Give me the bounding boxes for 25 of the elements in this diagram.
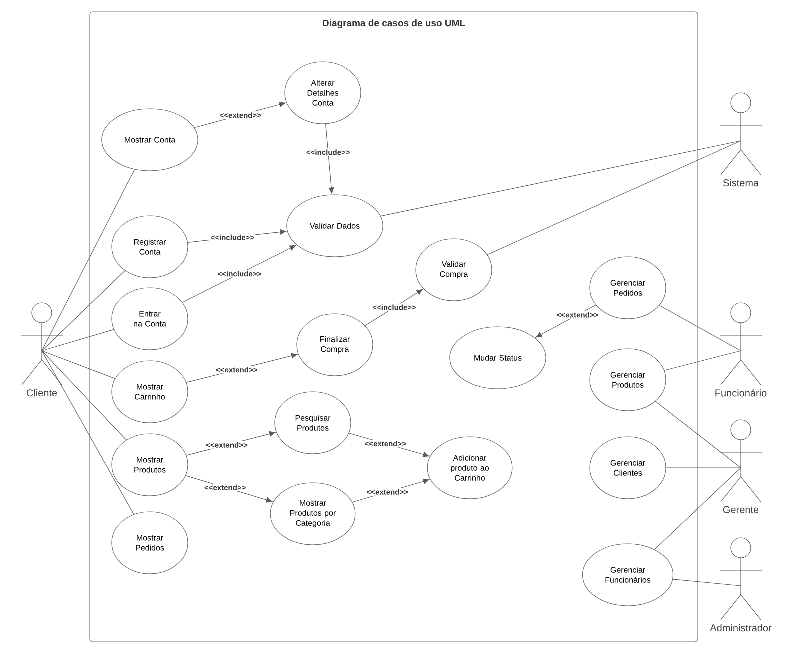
association-line <box>659 305 742 352</box>
actor-figure: Administrador <box>710 538 772 632</box>
association-line <box>42 329 114 352</box>
association-line <box>487 140 742 256</box>
actor-figure: Funcionário <box>716 302 767 397</box>
node-label: Administrador <box>710 624 772 632</box>
association-line <box>664 350 742 371</box>
association-line <box>654 468 742 550</box>
association-line <box>42 350 127 441</box>
association-line <box>42 169 136 352</box>
actor-figure: Gerente <box>720 420 762 514</box>
node-label: Cliente <box>26 389 58 397</box>
association-line <box>42 350 116 380</box>
arrow <box>182 245 296 303</box>
association-line <box>380 140 742 217</box>
node-label: Funcionário <box>716 389 767 397</box>
association-line <box>655 401 742 468</box>
association-line <box>42 350 134 515</box>
actor-figure: Cliente <box>20 302 64 397</box>
node-label: Sistema <box>723 179 760 187</box>
association-line <box>42 270 126 352</box>
arrow <box>326 124 334 194</box>
node-label: Gerente <box>723 506 759 514</box>
association-line <box>672 579 742 586</box>
actor-figure: Sistema <box>720 92 762 187</box>
